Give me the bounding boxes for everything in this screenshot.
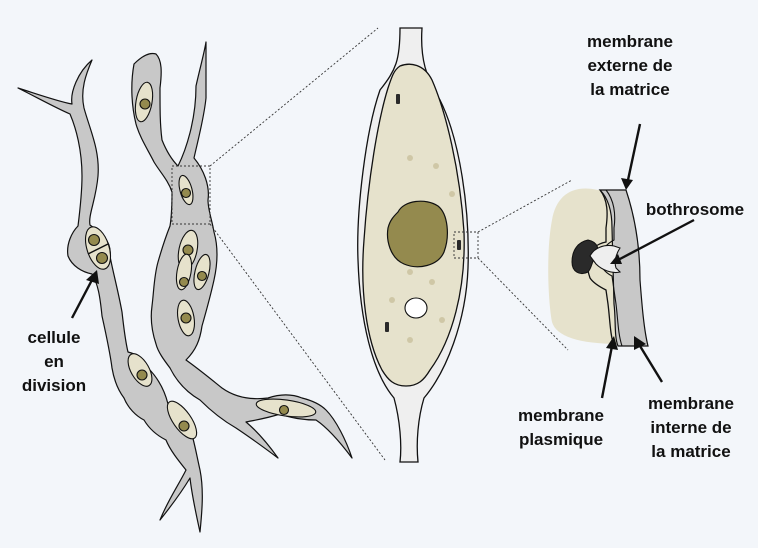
label-inner-matrix-membrane: membrane interne de la matrice [628,392,754,464]
bothrosome-detail [548,188,648,346]
arrow-outer-membrane [621,124,640,190]
label-bothrosome: bothrosome [636,198,754,222]
arrow-division [72,270,99,318]
vacuole [405,298,427,318]
zoomed-cell [358,28,469,462]
zoom-line-top [210,28,378,166]
arrow-plasma-membrane [602,336,618,398]
arrow-inner-membrane [634,336,662,382]
label-outer-matrix-membrane: membrane externe de la matrice [560,30,700,102]
label-plasma-membrane: membrane plasmique [500,404,622,452]
label-dividing-cell: cellule en division [16,326,92,398]
